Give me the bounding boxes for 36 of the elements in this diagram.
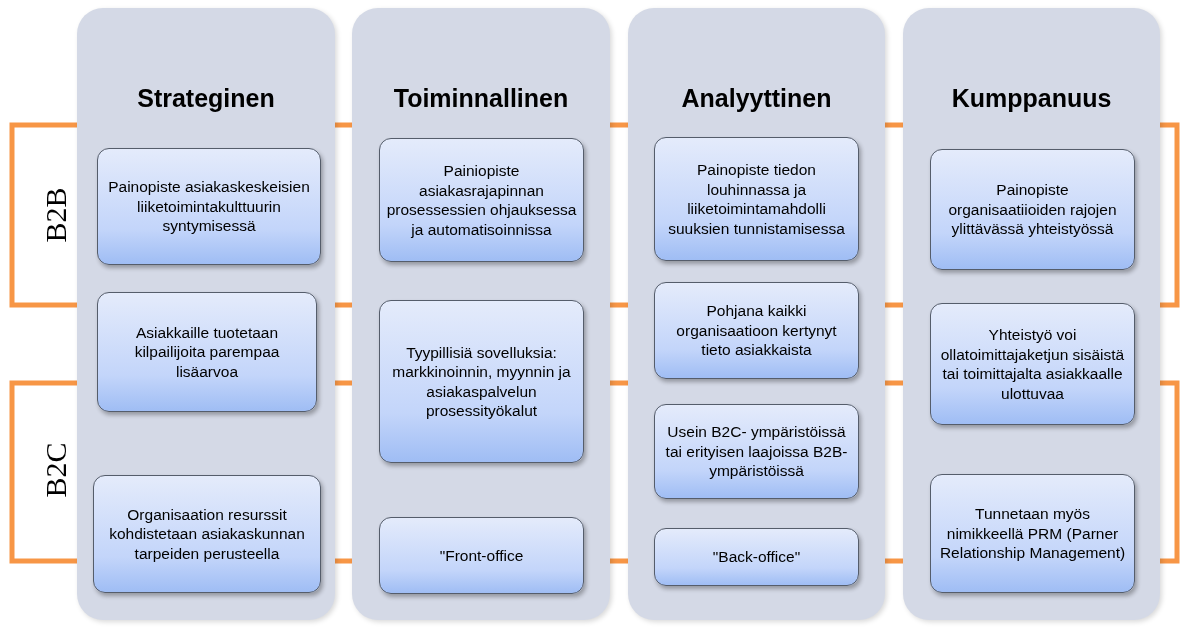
- info-box: [930, 474, 1135, 593]
- column-panel: [352, 8, 610, 620]
- info-box: [654, 282, 859, 379]
- box-text: Tyypillisiä sovelluksia: markkinoinnin, myynnin ja asiakaspalvelun prosessityökalut: [391, 342, 572, 421]
- box-text: Pohjana kaikki organisaatioon kertynyt tieto asiakkaista: [675, 301, 838, 360]
- box-text: "Back-office": [712, 547, 801, 567]
- column-heading: Analyyttinen: [680, 84, 833, 113]
- column-heading: Kumppanuus: [950, 84, 1113, 113]
- segment-label: B2C: [38, 442, 72, 498]
- box-text: Painiopiste asiakasrajapinnan prosessessien ohjauksessa ja automatisoinnissa: [386, 161, 577, 239]
- column-heading: Toiminnallinen: [392, 84, 570, 113]
- info-box: [97, 148, 321, 265]
- info-box: [654, 404, 859, 499]
- column-panel: [628, 8, 885, 620]
- column-panel: [77, 8, 335, 620]
- info-box: [654, 528, 859, 586]
- box-text: Painopiste tiedon louhinnassa ja liiketoimintamahdolli suuksien tunnistamisessa: [667, 160, 846, 238]
- info-box: [930, 303, 1135, 425]
- segment-label: B2B: [38, 187, 72, 243]
- info-box: [379, 138, 584, 262]
- info-box: [97, 292, 317, 412]
- box-text: Usein B2C- ympäristöissä tai erityisen laajoissa B2B- ympäristöissä: [664, 422, 849, 481]
- info-box: [654, 137, 859, 261]
- box-text: Tunnetaan myös nimikkeellä PRM (Parner Relationship Management): [938, 504, 1127, 563]
- info-box: [93, 475, 321, 593]
- info-box: [379, 517, 584, 594]
- box-text: "Front-office: [439, 545, 524, 566]
- column-heading: Strateginen: [136, 84, 276, 113]
- box-text: Organisaation resurssit kohdistetaan asiakaskunnan tarpeiden perusteella: [108, 504, 306, 564]
- info-box: [930, 149, 1135, 270]
- column-panel: [903, 8, 1160, 620]
- box-text: Asiakkaille tuotetaan kilpailijoita parempaa lisäarvoa: [133, 322, 281, 382]
- info-box: [379, 300, 584, 463]
- box-text: Yhteistyö voi ollatoimittajaketjun sisäistä tai toimittajalta asiakkaalle ulottuvaa: [939, 325, 1126, 403]
- box-text: Painopiste asiakaskeskeisien liiketoimintakulttuurin syntymisessä: [107, 177, 311, 236]
- box-text: Painopiste organisaatiioiden rajojen ylittävässä yhteistyössä: [947, 180, 1118, 239]
